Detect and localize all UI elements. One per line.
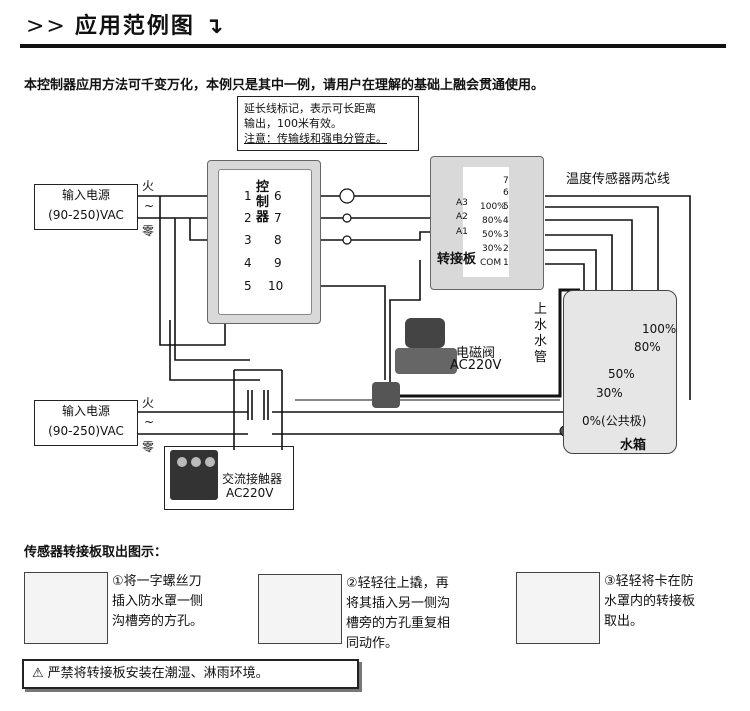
power2-voltage: (90-250)VAC: [48, 424, 124, 438]
adapter-num-6: 6: [503, 188, 509, 198]
power1-voltage: (90-250)VAC: [48, 208, 124, 222]
extension-note: 延长线标记，表示可长距离 输出，100米有效。 注意：传输线和强电分管走。: [237, 96, 419, 151]
contactor-box: [164, 446, 294, 510]
warning-icon: ⚠: [32, 666, 44, 681]
tank-level-100: 100%: [642, 322, 677, 336]
step3-image: [516, 572, 600, 644]
neutral-label-1: 零: [142, 224, 155, 238]
note-line3: 注意：传输线和强电分管走。: [244, 132, 387, 145]
terminal-5: 5: [244, 279, 252, 293]
step3-line3: 取出。: [604, 614, 644, 629]
tank-level-80: 80%: [634, 340, 661, 354]
adapter-num-5: 5: [503, 202, 509, 212]
power2-label: 输入电源: [61, 404, 110, 418]
warning-text: 严禁将转接板安装在潮湿、淋雨环境。: [47, 666, 269, 681]
live-label-1: 火: [142, 179, 155, 193]
ac-symbol-1: ~: [144, 199, 155, 213]
note-line1: 延长线标记，表示可长距离: [244, 102, 376, 115]
step2-text: ②轻轻往上撬，再 将其插入另一侧沟 槽旁的方孔重复相 同动作。: [346, 574, 450, 654]
extension-mark-icon: [339, 188, 355, 204]
tank-common: 0%(公共极): [582, 414, 647, 428]
step1-line1: ①将一字螺丝刀: [112, 574, 202, 589]
wire-jumper-b: [174, 218, 250, 361]
tank-level-30: 30%: [596, 386, 623, 400]
tank-level-50: 50%: [608, 367, 635, 381]
wire-t10: [296, 285, 386, 380]
contactor-name: 交流接触器: [222, 472, 283, 486]
adapter-30: 30%: [482, 244, 503, 254]
wire-sensor: [545, 195, 691, 400]
adapter-100: 100%: [480, 202, 506, 212]
adapter-a2: A2: [456, 212, 468, 222]
terminal-3: 3: [244, 233, 252, 247]
terminal-1: 1: [244, 189, 252, 203]
adapter-80: 80%: [482, 216, 503, 226]
step2-line2: 将其插入另一侧沟: [346, 596, 451, 611]
terminal-6: 6: [274, 189, 282, 203]
warning-box: ⚠严禁将转接板安装在潮湿、淋雨环境。: [22, 659, 359, 689]
adapter-num-7: 7: [503, 176, 509, 186]
adapter-num-4: 4: [503, 216, 509, 226]
ac-symbol-2: ~: [144, 415, 155, 429]
valve-name: 电磁阀: [456, 346, 496, 361]
tank-name: 水箱: [620, 438, 647, 453]
wire-adapter-valve: [389, 260, 421, 386]
step1-line2: 插入防水罩一侧: [112, 594, 204, 609]
valve-voltage: AC220V: [450, 358, 502, 373]
sensor-label: 温度传感器两芯线: [566, 172, 671, 187]
step2-line3: 槽旁的方孔重复相: [346, 616, 451, 631]
wire-80: [545, 219, 633, 320]
live-label-2: 火: [142, 396, 155, 410]
power-input-1: 输入电源 (90-250)VAC: [34, 184, 138, 230]
intro-text: 本控制器应用方法可千变万化，本例只是其中一例，请用户在理解的基础上融会贯通使用。: [24, 78, 545, 93]
step3-text: ③轻轻将卡在防 水罩内的转接板 取出。: [604, 572, 695, 632]
terminal-4: 4: [244, 256, 252, 270]
terminal-10: 10: [268, 279, 284, 293]
step3-line2: 水罩内的转接板: [604, 594, 696, 609]
adapter-title: 转接板: [437, 252, 477, 267]
contactor-icon: [170, 450, 218, 500]
chevron-icon: >>: [26, 14, 67, 39]
controller-title: 控制器: [256, 180, 270, 225]
terminal-9: 9: [274, 256, 282, 270]
adapter-board: [430, 156, 544, 290]
adapter-num-2: 2: [503, 244, 509, 254]
terminal-2: 2: [244, 211, 252, 225]
step2-line1: ②轻轻往上撬，再: [346, 576, 449, 591]
page-title-text: 应用范例图: [74, 14, 195, 39]
terminal-7: 7: [274, 211, 282, 225]
power-input-2: 输入电源 (90-250)VAC: [34, 400, 138, 446]
adapter-num-3: 3: [503, 230, 509, 240]
adapter-com: COM: [480, 258, 502, 268]
neutral-label-2: 零: [142, 440, 155, 454]
terminal-8: 8: [274, 233, 282, 247]
adapter-a3: A3: [456, 198, 468, 208]
power1-label: 输入电源: [61, 188, 110, 202]
header-rule: [20, 44, 726, 48]
water-tank: [563, 290, 677, 454]
contactor-voltage: AC220V: [226, 486, 274, 500]
step3-line1: ③轻轻将卡在防: [604, 574, 694, 589]
adapter-num-1: 1: [503, 258, 509, 268]
step1-text: ①将一字螺丝刀 插入防水罩一侧 沟槽旁的方孔。: [112, 572, 203, 632]
solenoid-valve-icon: [372, 318, 457, 408]
step2-image: [258, 574, 342, 644]
wire-100: [545, 206, 659, 300]
controller-box: [207, 160, 321, 324]
step1-image: [24, 572, 108, 644]
note-line2: 输出，100米有效。: [244, 117, 342, 130]
adapter-50: 50%: [482, 230, 503, 240]
adapter-a1: A1: [456, 227, 468, 237]
section2-title: 传感器转接板取出图示：: [24, 545, 168, 560]
page-title: >> 应用范例图 ↴: [26, 8, 225, 40]
wire-to-contactor: [169, 320, 260, 381]
inlet-pipe-label: 上水水管: [534, 302, 548, 365]
step1-line3: 沟槽旁的方孔。: [112, 614, 204, 629]
hook-arrow-icon: ↴: [204, 14, 225, 39]
step2-line4: 同动作。: [346, 636, 399, 651]
